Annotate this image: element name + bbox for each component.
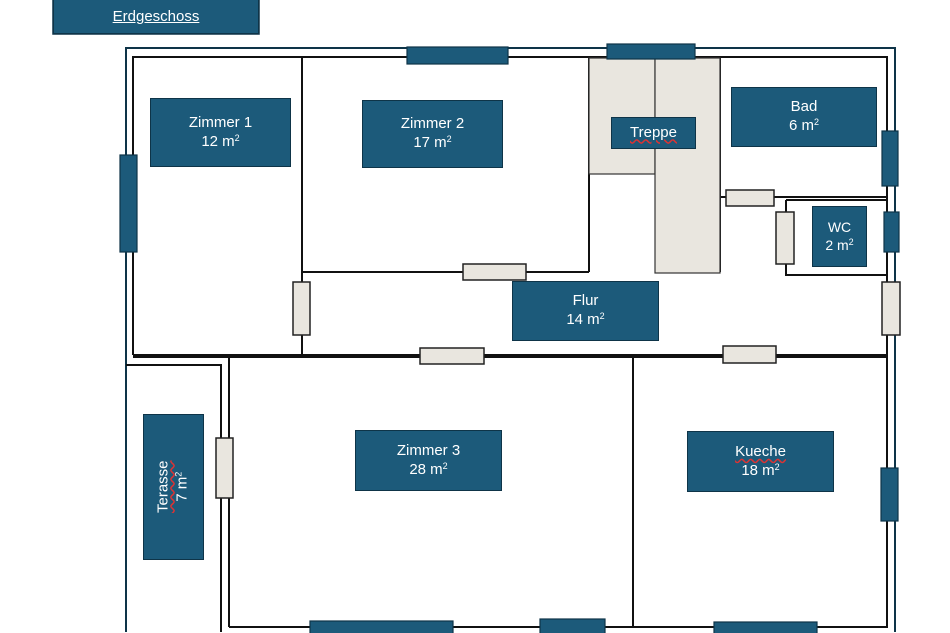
floor-title: Erdgeschoss <box>53 0 259 34</box>
window-top-2 <box>606 43 696 60</box>
room-name: Treppe <box>630 123 677 141</box>
window-right-kueche <box>880 467 899 522</box>
room-name: Bad <box>790 98 818 116</box>
room-area: 2 m2 <box>825 236 854 253</box>
room-label-terasse: Terasse 7 m2 <box>143 414 204 560</box>
room-area: 14 m2 <box>566 311 605 328</box>
room-label-bad: Bad 6 m2 <box>731 87 877 147</box>
door-zimmer1 <box>292 281 311 336</box>
room-name: Zimmer 2 <box>400 115 465 133</box>
room-area: 17 m2 <box>413 134 452 151</box>
room-label-zimmer1: Zimmer 1 12 m2 <box>150 98 291 167</box>
room-label-flur: Flur 14 m2 <box>512 281 659 341</box>
room-name: Kueche <box>735 442 786 460</box>
room-name: Zimmer 1 <box>188 113 253 131</box>
room-area: 7 m2 <box>173 471 191 503</box>
window-right-bad <box>881 130 899 187</box>
door-zimmer3 <box>419 347 485 365</box>
door-terasse <box>215 437 234 499</box>
room-area: 6 m2 <box>788 117 820 134</box>
room-label-treppe: Treppe <box>611 117 696 149</box>
room-name: Terasse <box>154 460 172 514</box>
door-right-exit <box>881 281 901 336</box>
window-right-wc <box>883 211 900 253</box>
room-label-wc: WC 2 m2 <box>812 206 867 267</box>
room-name: Flur <box>572 292 599 310</box>
window-bottom-3 <box>713 621 818 633</box>
door-bad <box>725 189 775 207</box>
window-left-zimmer1 <box>119 154 138 253</box>
rotated-label: Terasse 7 m2 <box>155 461 193 514</box>
window-top-1 <box>406 46 509 65</box>
window-bottom-1 <box>309 620 454 633</box>
room-area: 12 m2 <box>201 132 240 150</box>
staircase <box>588 57 721 274</box>
windows <box>119 43 900 633</box>
room-label-kueche: Kueche 18 m2 <box>687 431 834 492</box>
door-wc <box>775 211 795 265</box>
floor-title-text: Erdgeschoss <box>112 8 200 26</box>
room-area: 18 m2 <box>741 461 780 479</box>
room-label-zimmer3: Zimmer 3 28 m2 <box>355 430 502 491</box>
door-zimmer2 <box>462 263 527 281</box>
room-label-zimmer2: Zimmer 2 17 m2 <box>362 100 503 168</box>
doors <box>215 189 901 499</box>
room-name: Zimmer 3 <box>396 441 461 459</box>
window-bottom-2 <box>539 618 606 633</box>
room-area: 28 m2 <box>409 460 448 478</box>
room-name: WC <box>827 219 852 235</box>
door-kueche <box>722 345 777 364</box>
